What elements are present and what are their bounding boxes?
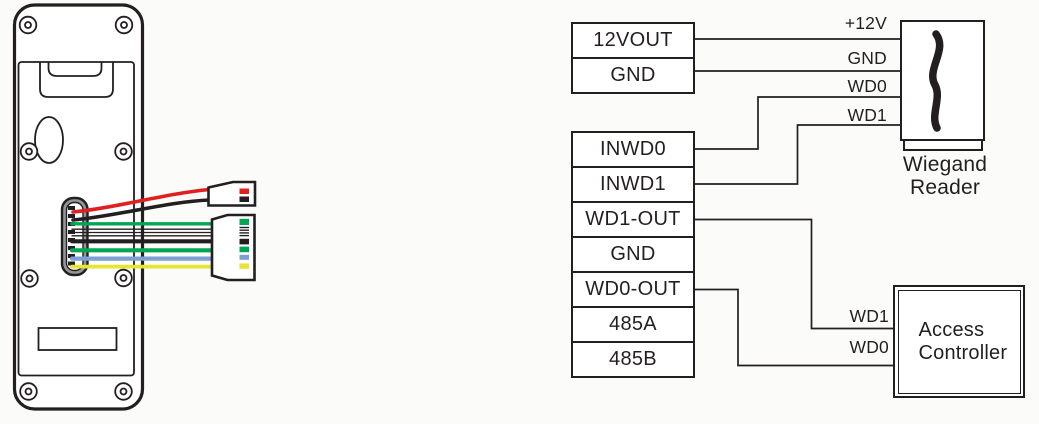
screw-hole [19, 382, 38, 401]
screw-hole [18, 15, 38, 35]
pin-green-2 [239, 246, 249, 253]
terminal-wd1-out: WD1-OUT [573, 203, 693, 238]
bottom-cutout [37, 327, 118, 351]
wire-label-controller-wd0: WD0 [849, 337, 889, 357]
screw-hole [114, 142, 133, 161]
swipe-squiggle-icon [929, 30, 944, 132]
hook-slot-inner [47, 62, 103, 77]
screw-holes [18, 15, 134, 401]
multi-pin-connector [210, 213, 256, 282]
controller-caption-line2: Controller [918, 341, 1008, 364]
pin-black-thick [239, 238, 249, 245]
mounting-plate [17, 61, 135, 377]
terminal-485a: 485A [573, 308, 693, 343]
wire-label-wd0: WD0 [847, 76, 887, 96]
wire-red [71, 187, 212, 214]
wire-label-controller-wd1: WD1 [849, 306, 889, 326]
terminal-gnd-main: GND [573, 238, 693, 273]
pin-red [239, 188, 249, 194]
wire-label-plus12v: +12V [844, 13, 887, 33]
wiegand-reader-box [900, 20, 985, 141]
access-controller-box: Access Controller [893, 285, 1025, 398]
terminal-gnd-power: GND [610, 64, 656, 86]
wiegand-reader-caption: Wiegand Reader [878, 153, 1012, 199]
device-rear-view [12, 3, 257, 411]
reader-caption-line1: Wiegand [902, 153, 988, 176]
wire-label-gnd: GND [847, 48, 887, 68]
terminal-block-main: INWD0 INWD1 WD1-OUT GND WD0-OUT 485A 485… [571, 131, 695, 378]
pin-yellow [239, 263, 249, 269]
terminal-485b: 485B [609, 348, 657, 370]
screw-hole [20, 269, 39, 288]
access-controller-inner: Access Controller [897, 289, 1021, 394]
wire-inwd1-to-reader [695, 124, 900, 185]
wire-black [71, 198, 212, 222]
terminal-wd0-out: WD0-OUT [573, 273, 693, 308]
terminal-inwd0: INWD0 [573, 133, 693, 168]
screw-hole [19, 142, 39, 161]
controller-caption-line1: Access [918, 318, 985, 341]
wiegand-reader-base [903, 139, 983, 151]
pin-green-1 [239, 218, 249, 225]
hook-slot-outer [39, 62, 114, 98]
screw-hole [114, 268, 133, 288]
terminal-12vout: 12VOUT [573, 24, 693, 59]
terminal-inwd1: INWD1 [573, 168, 693, 203]
pin-black [239, 196, 249, 202]
two-pin-connector [207, 180, 257, 207]
oval-cutout [34, 116, 64, 164]
reader-caption-line2: Reader [909, 176, 981, 199]
pin-white-stripes [239, 226, 249, 237]
screw-hole [114, 15, 134, 35]
screw-hole [114, 382, 133, 401]
terminal-block-power: 12VOUT GND [571, 22, 695, 94]
pin-blue [239, 254, 249, 260]
wire-white-pair [71, 228, 215, 237]
wire-label-wd1: WD1 [847, 105, 887, 125]
